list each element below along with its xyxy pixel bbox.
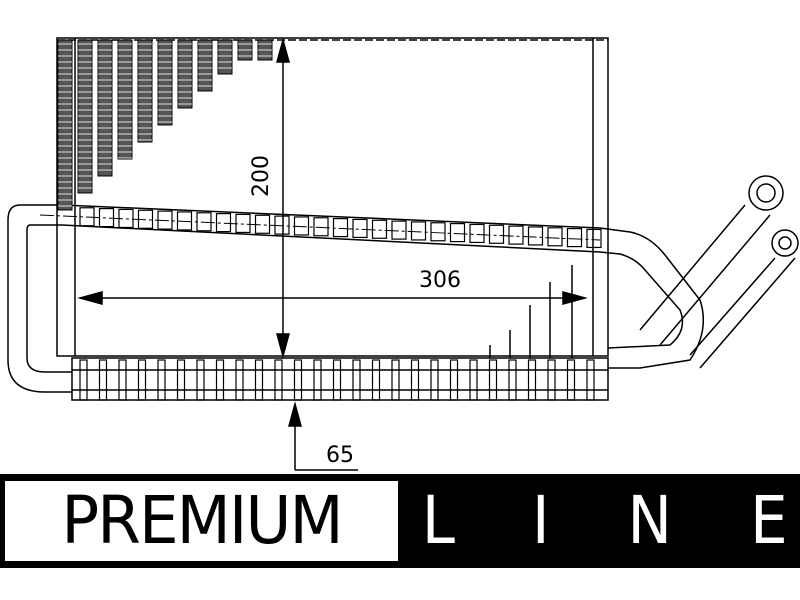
fin-column: [177, 39, 193, 109]
premium-text: PREMIUM: [61, 482, 343, 559]
tube-segment: [118, 208, 134, 229]
tank-fin: [196, 359, 205, 401]
fin-column: [217, 39, 233, 75]
tank-fin: [157, 359, 166, 401]
tube-segment: [488, 224, 505, 244]
tube-segment: [430, 222, 446, 242]
slanted-tube: [61, 204, 705, 369]
tube-segment: [254, 214, 271, 234]
height-label: 200: [249, 155, 274, 197]
tube-segment: [98, 208, 115, 228]
tube-segment: [566, 228, 583, 248]
fitting-small: [771, 229, 799, 257]
tube-segment: [79, 207, 95, 227]
left-pipe: [7, 204, 72, 393]
tank-fin: [527, 359, 537, 401]
tank-fin: [137, 359, 147, 401]
tank-fin: [215, 359, 225, 401]
tank-fin: [430, 359, 439, 401]
tank-fin: [508, 359, 517, 401]
tube-segment: [313, 217, 329, 237]
line-letter: L: [421, 482, 455, 559]
tube-segment: [469, 223, 485, 244]
tube-segment: [196, 212, 212, 232]
dimension-width: [77, 291, 588, 305]
tube-segment: [547, 227, 563, 247]
tube-segment: [391, 220, 407, 240]
tank-fin: [118, 359, 127, 401]
tube-segment: [508, 225, 524, 245]
tank-fin: [488, 359, 498, 401]
fin-column: [197, 39, 213, 92]
tube-segment: [137, 209, 154, 229]
fin-column: [137, 39, 153, 143]
tank-fin: [313, 359, 322, 401]
tube-segment: [586, 228, 602, 249]
tank-fin: [586, 359, 595, 401]
tube-segment: [176, 211, 193, 231]
tank-fin: [469, 359, 478, 401]
premium-box: PREMIUM: [5, 481, 398, 561]
tank-fin: [274, 359, 283, 401]
tank-fin: [410, 359, 420, 401]
tank-fin: [566, 359, 576, 401]
line-letter: E: [750, 482, 788, 559]
fin-column: [237, 39, 253, 61]
fin-column: [257, 39, 273, 61]
tube-segment: [293, 216, 310, 236]
tube-segment: [157, 210, 173, 230]
tank-fin: [371, 359, 381, 401]
depth-label: 65: [326, 443, 354, 468]
tank-fin: [547, 359, 556, 401]
premium-line-banner: PREMIUM L I N E: [0, 474, 800, 568]
tank-fin: [176, 359, 186, 401]
tank-fin: [391, 359, 400, 401]
tank-fin: [235, 359, 244, 401]
line-text: L I N E: [420, 474, 790, 568]
tank-fin: [332, 359, 342, 401]
tank-fin: [293, 359, 303, 401]
tube-segment: [410, 221, 427, 241]
fin-column: [157, 39, 173, 126]
tube-segment: [215, 213, 232, 233]
dimension-height: [276, 37, 290, 359]
tank-fin: [79, 359, 88, 401]
dimension-depth: [288, 401, 358, 471]
width-label: 306: [419, 268, 461, 293]
tube-segment: [352, 218, 368, 239]
tube-segment: [274, 215, 290, 235]
tank-fin: [352, 359, 361, 401]
tube-segment: [449, 223, 466, 243]
fitting-large: [748, 175, 784, 211]
tank-fin: [254, 359, 264, 401]
tube-segment: [371, 219, 388, 239]
line-letter: N: [627, 482, 672, 559]
fin-pattern: [57, 39, 273, 211]
line-letter: I: [531, 482, 550, 559]
fin-column: [77, 39, 93, 194]
fin-column: [97, 39, 113, 177]
tube-segment: [527, 226, 544, 246]
core-outline: [56, 37, 609, 357]
tank-fin: [449, 359, 459, 401]
fin-column: [57, 39, 73, 211]
tank-fin: [98, 359, 108, 401]
tube-segment: [235, 213, 251, 234]
tube-segment: [332, 218, 349, 238]
fin-column: [117, 39, 133, 160]
